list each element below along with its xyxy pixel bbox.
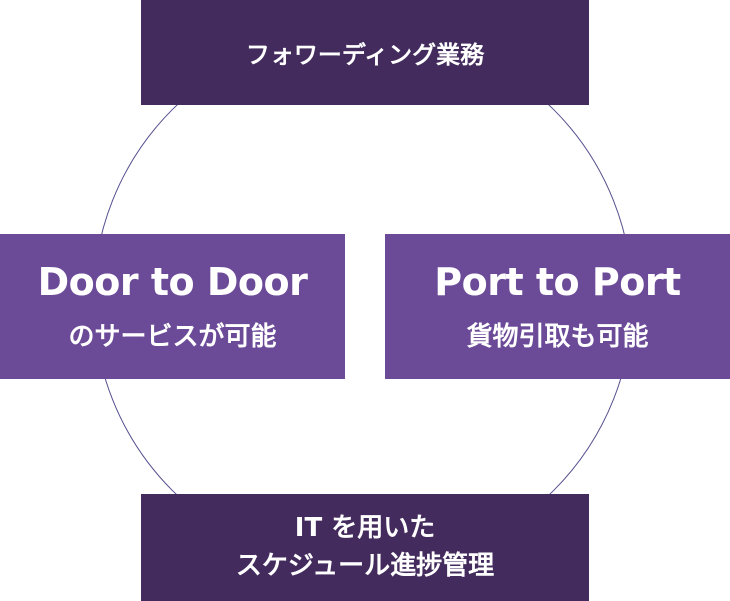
port-to-port-title: Port to Port <box>434 260 681 304</box>
forwarding-box: フォワーディング業務 <box>141 0 589 105</box>
door-to-door-box: Door to Door のサービスが可能 <box>0 234 345 379</box>
port-to-port-box: Port to Port 貨物引取も可能 <box>385 234 730 379</box>
it-schedule-line1: IT を用いた <box>294 512 436 543</box>
it-schedule-box: IT を用いた スケジュール進捗管理 <box>141 494 589 601</box>
door-to-door-title: Door to Door <box>37 260 308 304</box>
port-to-port-subtitle: 貨物引取も可能 <box>466 322 649 352</box>
door-to-door-subtitle: のサービスが可能 <box>68 322 277 352</box>
it-schedule-line2: スケジュール進捗管理 <box>235 550 495 581</box>
forwarding-label: フォワーディング業務 <box>245 41 485 69</box>
